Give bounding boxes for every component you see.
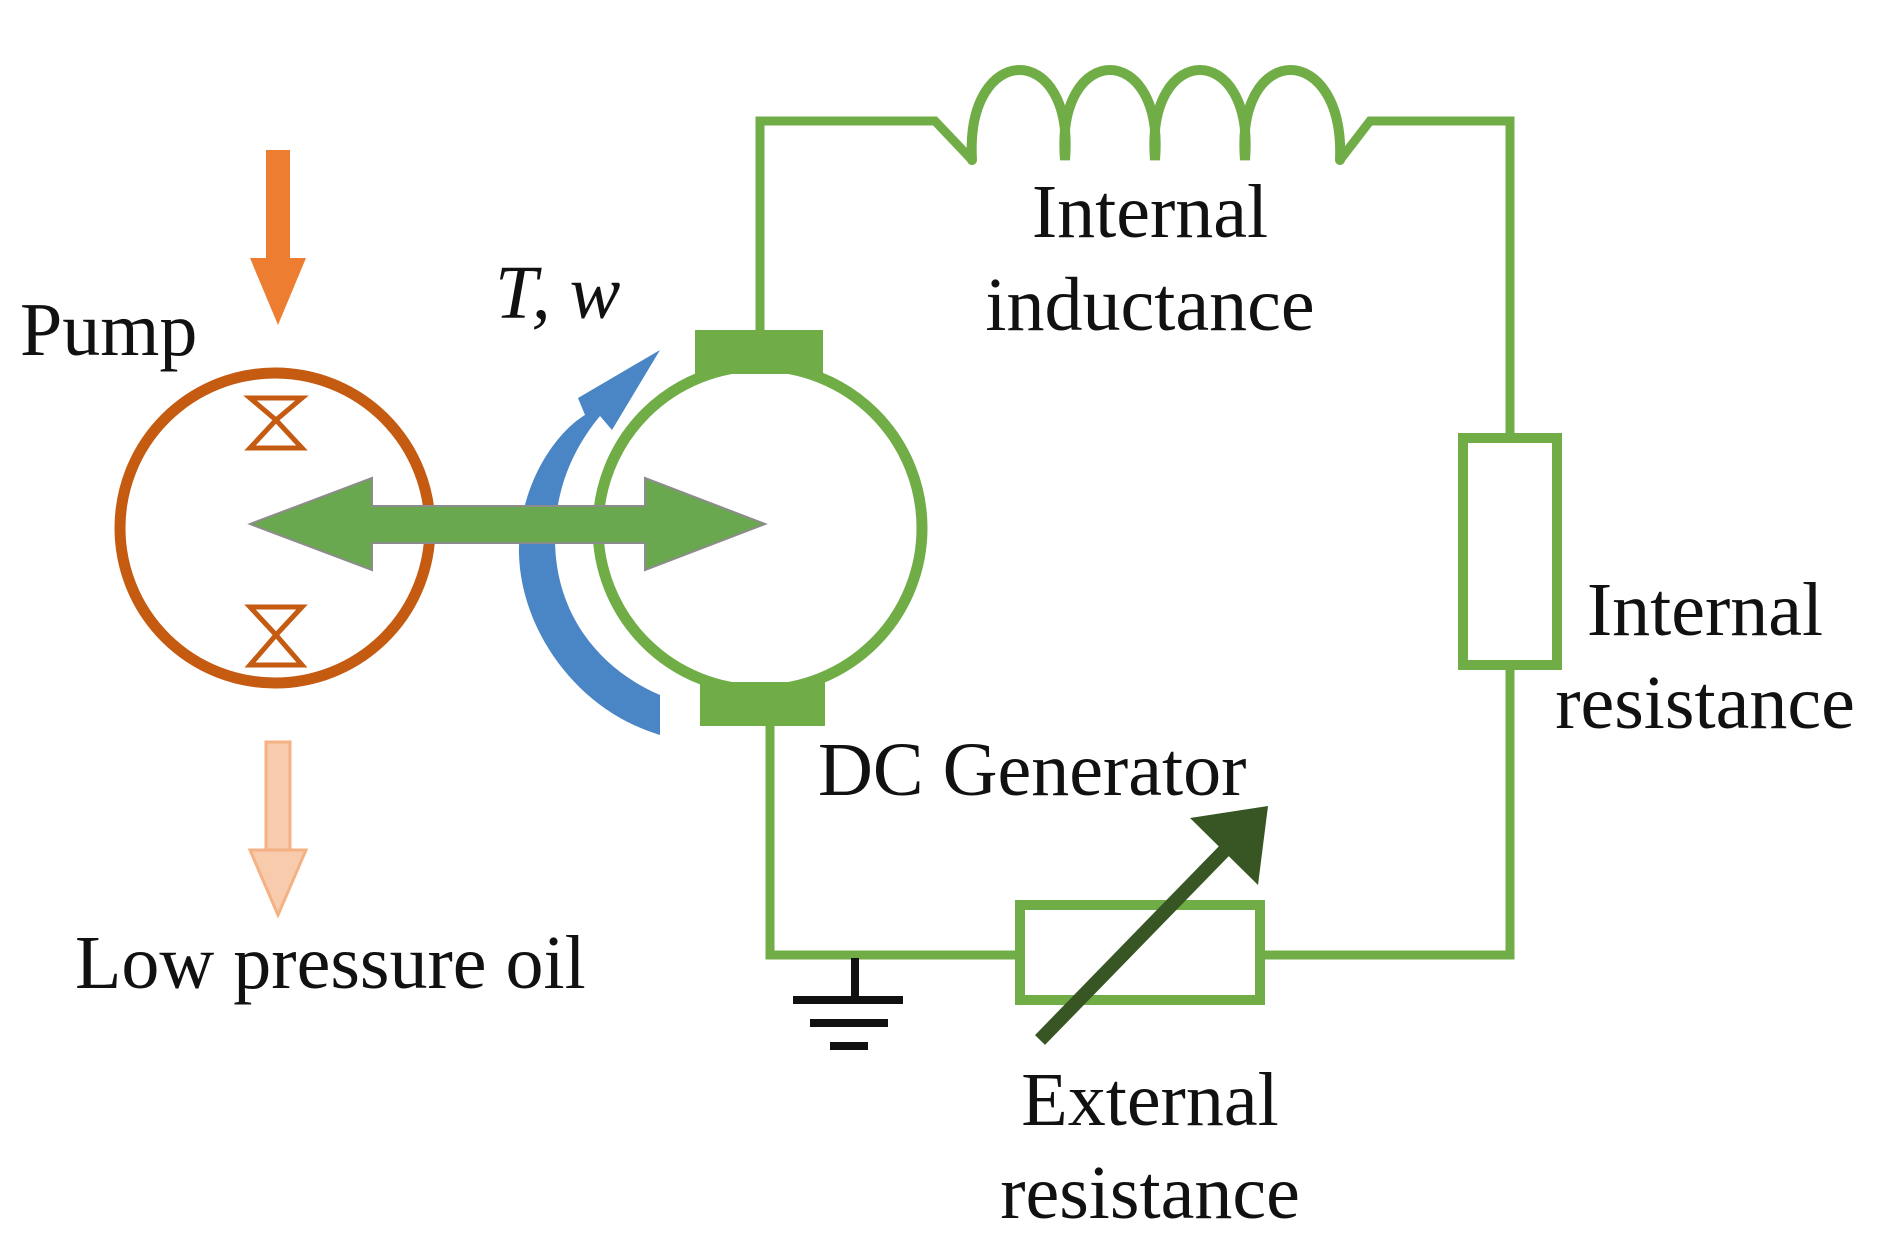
ground-symbol-icon bbox=[793, 958, 903, 1050]
wire-right-bottom bbox=[1260, 665, 1515, 960]
low-pressure-oil-label: Low pressure oil bbox=[75, 921, 586, 1005]
valve-triangles-icon bbox=[243, 395, 309, 451]
shaft-double-arrow bbox=[247, 476, 768, 572]
valve-triangles-icon-lower bbox=[244, 604, 308, 668]
internal-inductance-coil bbox=[966, 65, 1346, 165]
curved-rotation-arrow-icon bbox=[518, 350, 660, 735]
wire-top-right bbox=[1336, 116, 1515, 438]
external-resistance-label-line2: resistance bbox=[1000, 1151, 1300, 1235]
inlet-arrow-icon bbox=[250, 150, 306, 325]
circuit-wires bbox=[755, 116, 1515, 960]
torque-speed-label: T, w bbox=[495, 251, 621, 335]
generator-brush-top bbox=[695, 330, 823, 374]
wire-bottom-left bbox=[765, 725, 1020, 960]
external-resistance-box bbox=[1015, 900, 1265, 1005]
dc-generator-label: DC Generator bbox=[818, 728, 1246, 812]
internal-resistance-label-line1: Internal bbox=[1587, 568, 1823, 652]
generator-brush-bottom bbox=[700, 682, 825, 726]
internal-inductance-label-line1: Internal bbox=[1032, 170, 1268, 254]
outlet-arrow-icon bbox=[247, 740, 309, 919]
external-resistance-label-line1: External bbox=[1021, 1058, 1278, 1142]
variable-resistor-arrow-icon bbox=[1034, 806, 1268, 1045]
internal-resistance-label-line2: resistance bbox=[1555, 661, 1855, 745]
pump-label: Pump bbox=[20, 288, 197, 372]
internal-inductance-label-line2: inductance bbox=[985, 263, 1314, 347]
wire-top-left bbox=[755, 116, 976, 330]
internal-resistance-box bbox=[1458, 433, 1562, 670]
